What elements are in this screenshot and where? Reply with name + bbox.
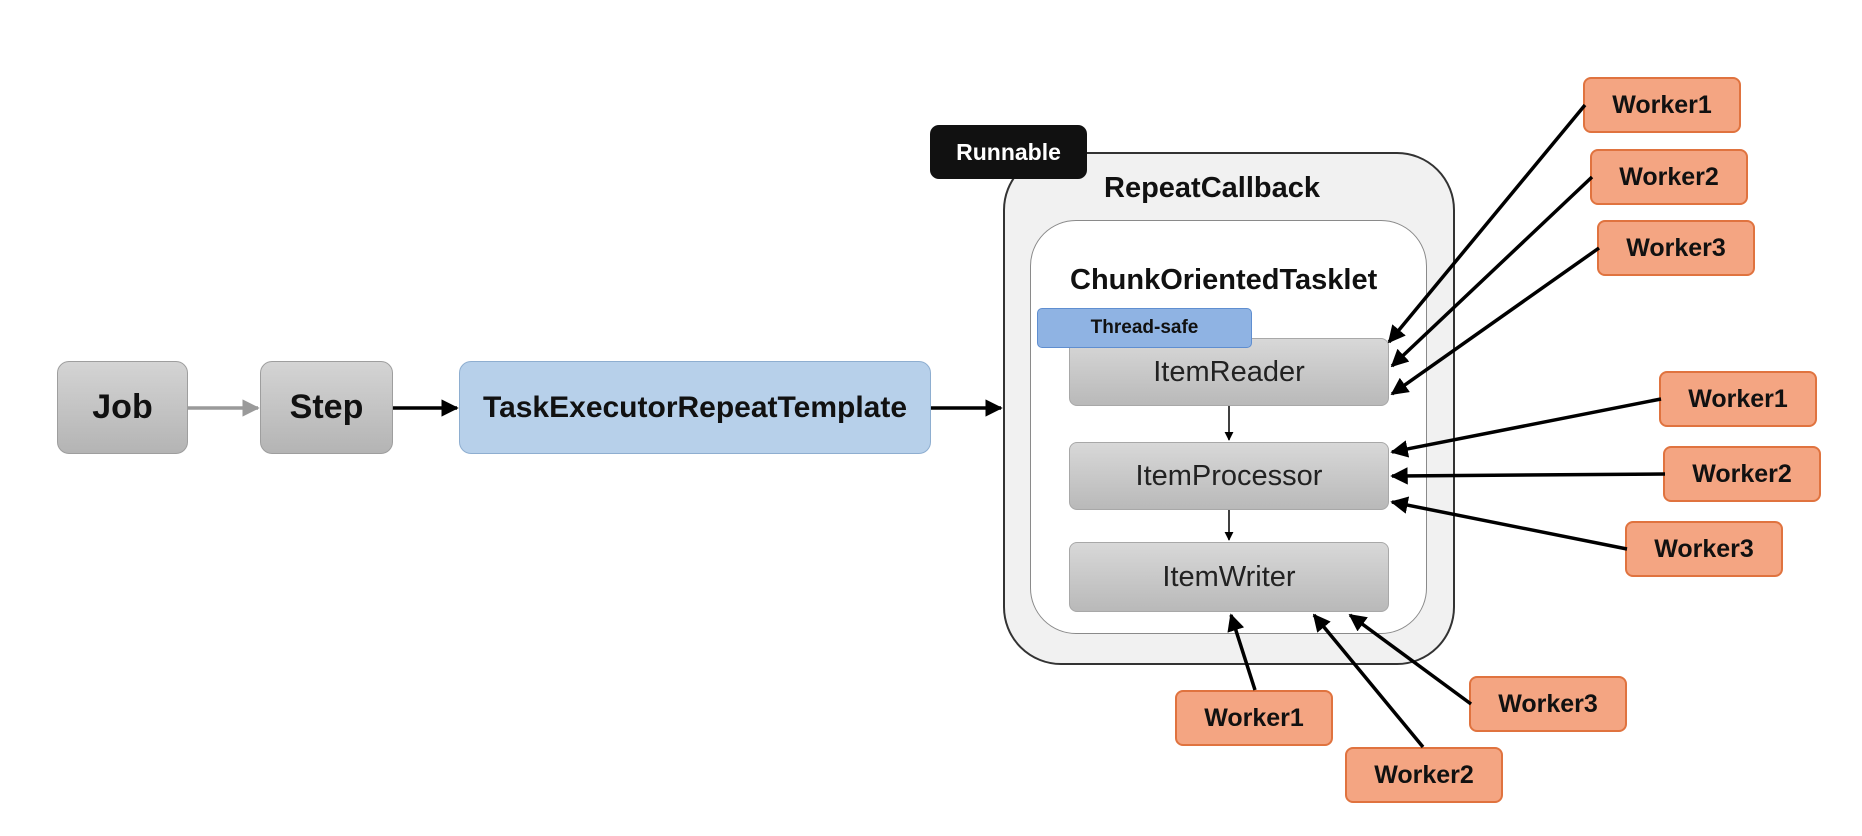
processor-worker-1: Worker1 — [1659, 371, 1817, 427]
writer-worker-1: Worker1 — [1175, 690, 1333, 746]
job-box: Job — [57, 361, 188, 454]
item-writer-box: ItemWriter — [1069, 542, 1389, 612]
item-reader-box: ItemReader — [1069, 338, 1389, 406]
thread-safe-badge: Thread-safe — [1037, 308, 1252, 348]
processor-worker-3: Worker3 — [1625, 521, 1783, 577]
runnable-badge: Runnable — [930, 125, 1087, 179]
writer-worker-3: Worker3 — [1469, 676, 1627, 732]
step-box: Step — [260, 361, 393, 454]
chunk-oriented-tasklet-title: ChunkOrientedTasklet — [1070, 264, 1378, 296]
reader-worker-1: Worker1 — [1583, 77, 1741, 133]
reader-worker-2: Worker2 — [1590, 149, 1748, 205]
task-executor-repeat-template-box: TaskExecutorRepeatTemplate — [459, 361, 931, 454]
item-processor-box: ItemProcessor — [1069, 442, 1389, 510]
processor-worker-2: Worker2 — [1663, 446, 1821, 502]
repeat-callback-title: RepeatCallback — [1104, 172, 1320, 204]
writer-worker-2: Worker2 — [1345, 747, 1503, 803]
reader-worker-3: Worker3 — [1597, 220, 1755, 276]
